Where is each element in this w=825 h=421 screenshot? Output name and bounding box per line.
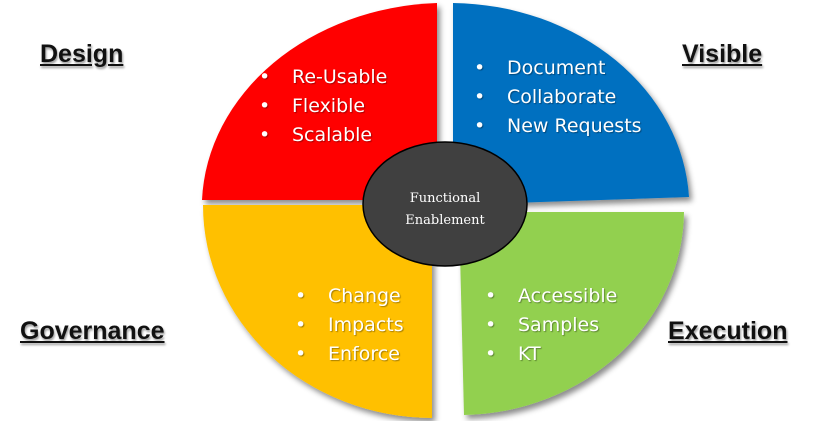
list-item: Impacts (291, 311, 404, 340)
list-item: Change (291, 282, 404, 311)
list-item: Document (470, 54, 642, 83)
list-item: Collaborate (470, 83, 642, 112)
list-item: Samples (481, 311, 617, 340)
list-item: Enforce (291, 340, 404, 369)
list-item: Scalable (255, 121, 387, 150)
center-label-line-1: Functional (409, 191, 481, 206)
list-item: New Requests (470, 112, 642, 141)
visible-heading: Visible (682, 40, 763, 68)
governance-heading: Governance (20, 317, 165, 345)
center-circle (362, 141, 528, 267)
list-item: Accessible (481, 282, 617, 311)
list-item: Re-Usable (255, 63, 387, 92)
design-heading: Design (40, 40, 124, 68)
visible-bullet-list: Document Collaborate New Requests (470, 54, 642, 141)
center-label-line-2: Enablement (405, 213, 485, 228)
execution-heading: Execution (668, 317, 788, 345)
list-item: KT (481, 340, 617, 369)
design-bullet-list: Re-Usable Flexible Scalable (255, 63, 387, 150)
center-label: Functional Enablement (375, 188, 515, 232)
list-item: Flexible (255, 92, 387, 121)
execution-bullet-list: Accessible Samples KT (481, 282, 617, 369)
governance-bullet-list: Change Impacts Enforce (291, 282, 404, 369)
